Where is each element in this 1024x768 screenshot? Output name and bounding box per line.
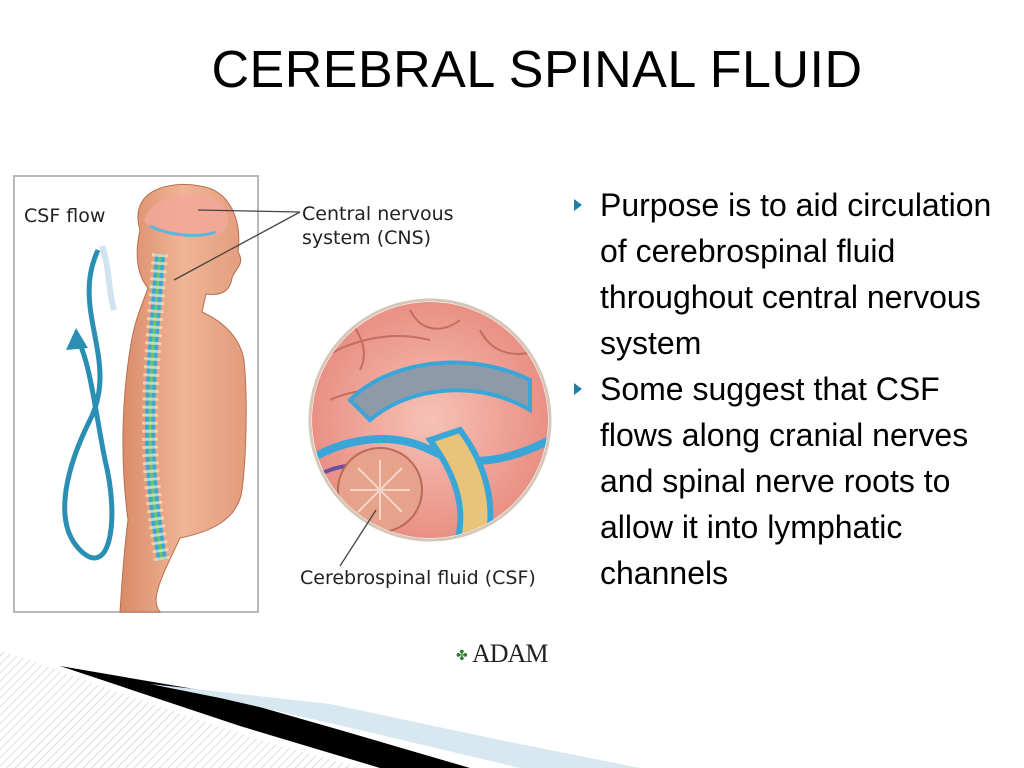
csf-flow-faint — [99, 245, 117, 311]
brain-section-detail — [312, 302, 548, 538]
anatomy-figure: CSF flow Central nervous system (CNS) Ce… — [13, 175, 552, 668]
bullet-text: Purpose is to aid circulation of cerebro… — [600, 187, 992, 361]
csf-flow-arrow — [62, 248, 115, 561]
label-cns-line2: system (CNS) — [302, 227, 431, 249]
csf-illustration: CSF flow Central nervous system (CNS) Ce… — [10, 160, 570, 680]
label-csf: Cerebrospinal fluid (CSF) — [300, 567, 536, 589]
label-cns-line1: Central nervous — [302, 203, 454, 225]
bullet-item: Purpose is to aid circulation of cerebro… — [572, 182, 1012, 366]
bullet-arrow-icon — [574, 199, 582, 211]
adam-logo: ✤ ADAM — [456, 639, 549, 668]
csf-flow-arrowhead — [66, 328, 88, 350]
decorative-swoosh — [0, 650, 640, 768]
label-csf-flow: CSF flow — [24, 205, 105, 227]
bullet-text: Some suggest that CSF flows along crania… — [600, 371, 969, 591]
svg-text:✤: ✤ — [456, 648, 468, 664]
slide-title: CEREBRAL SPINAL FLUID — [211, 41, 863, 99]
bullet-item: Some suggest that CSF flows along crania… — [572, 366, 1012, 596]
bullet-list: Purpose is to aid circulation of cerebro… — [572, 182, 1012, 596]
svg-text:ADAM: ADAM — [472, 639, 548, 668]
bullet-arrow-icon — [574, 383, 582, 395]
